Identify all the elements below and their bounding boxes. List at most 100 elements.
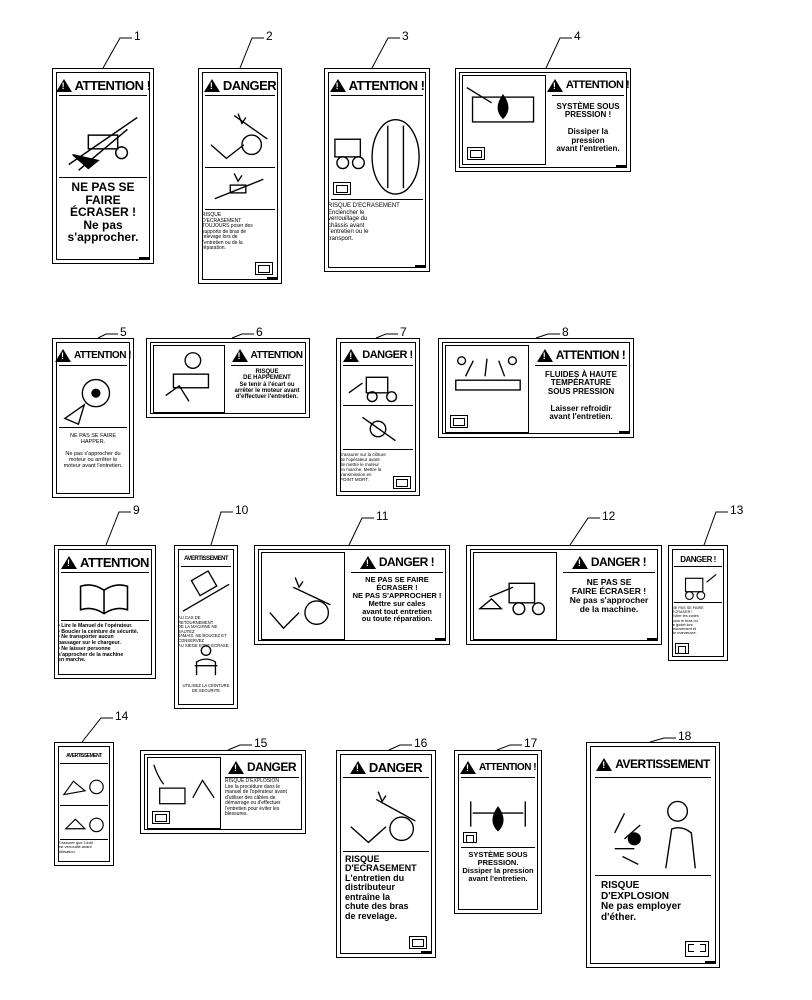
decal-message: RISQUE D'ECRASEMENT L'entretien du distr… bbox=[345, 854, 417, 921]
callout-2: 2 bbox=[266, 29, 273, 43]
decal-4: ATTENTION ! SYSTÈME SOUS PRESSION ! Diss… bbox=[455, 68, 631, 172]
callout-15: 15 bbox=[254, 736, 268, 750]
signal-word: DANGER ! bbox=[680, 554, 716, 564]
decal-10: AVERTISSEMENT AU CAS DE RETOURNEMENT DE … bbox=[174, 545, 238, 709]
battery-explosion-pictogram bbox=[147, 757, 221, 829]
callout-3: 3 bbox=[402, 29, 409, 43]
warning-triangle-icon bbox=[546, 78, 563, 92]
callout-1: 1 bbox=[134, 29, 141, 43]
decal-1: ATTENTION ! NE PAS SE FAIRE ÉCRASER ! Ne… bbox=[52, 68, 154, 264]
signal-word: ATTENTION ! bbox=[565, 79, 630, 91]
decal-2: DANGER RISQUE D'ECRASEMENT TOUJOURS pose… bbox=[198, 68, 282, 284]
signal-word: ATTENTION ! bbox=[348, 77, 425, 93]
signal-word: DANGER ! bbox=[590, 555, 647, 569]
warning-triangle-icon bbox=[459, 760, 476, 774]
callout-5: 5 bbox=[120, 325, 127, 339]
decal-message: RISQUE D'EXPLOSION Ne pas employer d'éth… bbox=[601, 880, 682, 923]
lift-cylinder-pictogram bbox=[205, 169, 275, 210]
manual-book-icon bbox=[152, 811, 170, 824]
decal-message: NE PAS SE FAIRE ÉCRASER ! Eviter les zon… bbox=[672, 606, 704, 636]
manual-book-icon bbox=[463, 832, 477, 843]
manual-book-icon bbox=[685, 941, 709, 957]
warning-triangle-icon bbox=[54, 348, 71, 362]
decal-message: SYSTÈME SOUS PRESSION. Dissiper la press… bbox=[462, 850, 534, 883]
open-manual-pictogram bbox=[61, 576, 149, 621]
pressure-system-pictogram bbox=[462, 75, 546, 165]
signal-word: DANGER bbox=[246, 760, 297, 774]
decal-11: DANGER ! NE PAS SE FAIRE ÉCRASER ! NE PA… bbox=[254, 545, 450, 645]
callout-9: 9 bbox=[133, 503, 140, 517]
warning-triangle-icon bbox=[55, 78, 72, 92]
decal-message: S'assurer que l'outil est verrouillé ava… bbox=[58, 840, 93, 854]
manual-book-icon bbox=[333, 182, 351, 195]
manual-book-icon bbox=[450, 415, 468, 428]
warning-triangle-icon bbox=[329, 78, 346, 92]
warning-triangle-icon bbox=[343, 348, 360, 362]
signal-word: DANGER ! bbox=[378, 555, 435, 569]
frame-lock-pictogram bbox=[331, 103, 423, 200]
manual-book-icon bbox=[409, 936, 427, 949]
decal-message: NE PAS SE FAIRE ÉCRASER ! Ne pas s'appro… bbox=[67, 180, 139, 245]
signal-word: DANGER ! bbox=[362, 349, 413, 361]
decal-7: DANGER ! S'assurer sur la clôture de l'o… bbox=[336, 338, 420, 496]
callout-7: 7 bbox=[400, 325, 407, 339]
decal-message: NE PAS SE FAIRE ÉCRASER ! Ne pas s'appro… bbox=[569, 577, 649, 614]
decal-message: • Lire le Manuel de l'opérateur. • Boucl… bbox=[58, 623, 139, 664]
decal-message: AU CAS DE RETOURNEMENT DE LA MACHINE NE … bbox=[178, 615, 230, 648]
callout-12: 12 bbox=[602, 509, 616, 523]
lift-arm-pictogram bbox=[343, 785, 429, 852]
decal-3: ATTENTION ! RISQUE D'ECRASEMENT Enclench… bbox=[324, 68, 430, 272]
decal-caption: UTILISEZ LA CEINTURE DE SECURITE bbox=[182, 683, 230, 693]
decal-5: ATTENTION ! NE PAS SE FAIRE HAPPER. Ne p… bbox=[52, 338, 134, 498]
callout-17: 17 bbox=[524, 736, 538, 750]
decal-message: RISQUE DE HAPPEMENT Se tenir à l'écart o… bbox=[234, 369, 300, 401]
callout-10: 10 bbox=[235, 503, 249, 517]
loader-pictogram bbox=[343, 369, 413, 406]
lift-arm-pictogram bbox=[205, 105, 275, 168]
callout-8: 8 bbox=[562, 325, 569, 339]
decal-15: DANGER RISQUE D'EXPLOSION Lire la procéd… bbox=[140, 750, 306, 834]
crush-hazard-pictogram bbox=[59, 105, 147, 178]
attachment-pictogram bbox=[60, 807, 108, 840]
decal-16: DANGER RISQUE D'ECRASEMENT L'entretien d… bbox=[336, 750, 436, 958]
decal-13: DANGER ! NE PAS SE FAIRE ÉCRASER ! Evite… bbox=[668, 545, 728, 661]
callout-16: 16 bbox=[414, 736, 428, 750]
signal-word: ATTENTION ! bbox=[478, 761, 537, 773]
warning-triangle-icon bbox=[536, 348, 553, 362]
callout-13: 13 bbox=[730, 503, 744, 517]
decal-message: S'assurer sur la clôture de l'opérateur … bbox=[340, 452, 386, 482]
belt-entanglement-pictogram bbox=[153, 345, 225, 413]
decal-12: DANGER ! NE PAS SE FAIRE ÉCRASER ! Ne pa… bbox=[466, 545, 662, 645]
seat-bar-pictogram bbox=[343, 407, 413, 450]
decal-message: RISQUE D'ECRASEMENT Enclencher le verrou… bbox=[328, 203, 400, 242]
signal-word: ATTENTION ! bbox=[74, 77, 151, 93]
hot-fluid-pictogram bbox=[445, 345, 529, 433]
decal-18: AVERTISSEMENT RISQUE D'EXPLOSION Ne pas … bbox=[586, 742, 720, 968]
warning-triangle-icon bbox=[571, 555, 588, 569]
decal-message: FLUIDES À HAUTE TEMPÉRATURE SOUS PRESSIO… bbox=[545, 370, 617, 421]
decal-message: RISQUE D'ECRASEMENT TOUJOURS poser des s… bbox=[202, 212, 253, 251]
pressure-system-pictogram bbox=[461, 783, 535, 848]
seat-belt-pictogram bbox=[189, 642, 223, 680]
manual-book-icon bbox=[675, 643, 689, 654]
rollover-pictogram bbox=[181, 568, 231, 614]
signal-word: ATTENTION bbox=[250, 349, 303, 361]
decal-message: RISQUE D'EXPLOSION Lire la procédure dan… bbox=[225, 778, 287, 817]
decal-message: NE PAS SE FAIRE HAPPER. Ne pas s'approch… bbox=[63, 433, 123, 470]
signal-word: ATTENTION ! bbox=[555, 348, 626, 362]
callout-6: 6 bbox=[256, 325, 263, 339]
signal-word: ATTENTION bbox=[80, 554, 149, 570]
decal-9: ATTENTION • Lire le Manuel de l'opérateu… bbox=[54, 545, 156, 679]
loader-blocking-pictogram bbox=[261, 552, 345, 640]
decal-8: ATTENTION ! FLUIDES À HAUTE TEMPÉRATURE … bbox=[438, 338, 634, 438]
warning-triangle-icon bbox=[61, 555, 78, 569]
manual-book-icon bbox=[467, 147, 485, 160]
signal-word: AVERTISSEMENT bbox=[66, 753, 102, 759]
manual-book-icon bbox=[255, 262, 273, 275]
loader-crush-pictogram bbox=[473, 552, 557, 640]
warning-triangle-icon bbox=[227, 760, 244, 774]
decal-message: NE PAS SE FAIRE ÉCRASER ! NE PAS S'APPRO… bbox=[352, 575, 442, 624]
callout-18: 18 bbox=[678, 729, 692, 743]
